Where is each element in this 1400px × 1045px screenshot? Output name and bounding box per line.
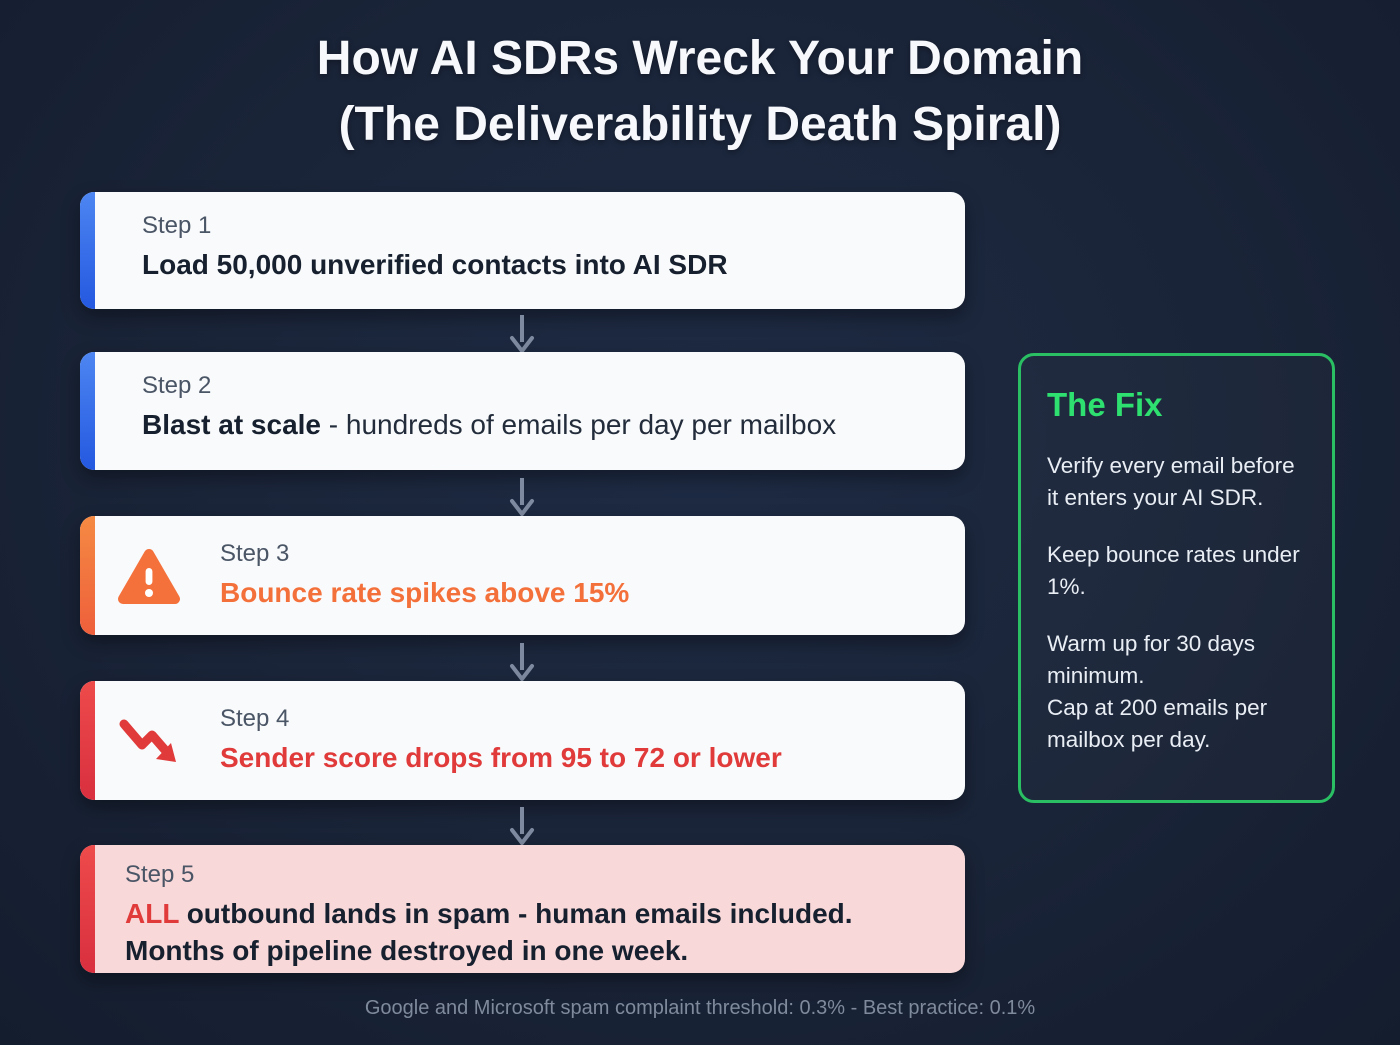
arrow-down-icon xyxy=(509,313,535,353)
page-title: How AI SDRs Wreck Your Domain (The Deliv… xyxy=(0,26,1400,158)
arrow-down-icon xyxy=(509,805,535,845)
step-5-text: ALL outbound lands in spam - human email… xyxy=(125,896,935,970)
step-2-text-bold: Blast at scale xyxy=(142,409,321,440)
step-4-text: Sender score drops from 95 to 72 or lowe… xyxy=(220,741,782,773)
arrow-down-icon xyxy=(509,641,535,681)
step-5-text-line2: Months of pipeline destroyed in one week… xyxy=(125,934,689,966)
arrow-down-icon xyxy=(509,476,535,516)
step-2-text: Blast at scale - hundreds of emails per … xyxy=(142,407,935,444)
step-1-accent-bar xyxy=(80,192,95,309)
fix-panel: The Fix Verify every email before it ent… xyxy=(1018,353,1335,803)
step-4-label: Step 4 xyxy=(220,704,290,732)
fix-panel-title: The Fix xyxy=(1047,386,1163,423)
step-3-card: Step 3 Bounce rate spikes above 15% xyxy=(80,516,965,635)
step-1-text: Load 50,000 unverified contacts into AI … xyxy=(142,249,728,280)
step-3-accent-bar xyxy=(80,516,95,635)
step-5-card: Step 5 ALL outbound lands in spam - huma… xyxy=(80,845,965,973)
warning-triangle-icon xyxy=(116,546,182,606)
step-4-card: Step 4 Sender score drops from 95 to 72 … xyxy=(80,681,965,800)
step-5-text-highlight: ALL xyxy=(125,898,179,929)
step-2-text-rest: - hundreds of emails per day per mailbox xyxy=(321,409,837,440)
step-2-card: Step 2 Blast at scale - hundreds of emai… xyxy=(80,352,965,470)
step-1-card: Step 1 Load 50,000 unverified contacts i… xyxy=(80,192,965,309)
fix-item-cap: Cap at 200 emails per mailbox per day. xyxy=(1047,694,1268,752)
title-line-2: (The Deliverability Death Spiral) xyxy=(338,98,1062,152)
trending-down-icon xyxy=(116,714,182,768)
step-3-text: Bounce rate spikes above 15% xyxy=(220,576,630,608)
fix-item-verify: Verify every email before it enters your… xyxy=(1047,453,1295,510)
footer-note: Google and Microsoft spam complaint thre… xyxy=(364,997,1036,1019)
title-line-1: How AI SDRs Wreck Your Domain xyxy=(316,32,1084,85)
step-5-label: Step 5 xyxy=(125,861,195,888)
step-2-label: Step 2 xyxy=(142,372,212,399)
step-5-text-rest: outbound lands in spam - human emails in… xyxy=(178,898,853,929)
fix-item-warmup: Warm up for 30 days minimum. xyxy=(1047,630,1255,688)
fix-item-bounce: Keep bounce rates under 1%. xyxy=(1047,541,1300,599)
step-4-accent-bar xyxy=(80,681,95,800)
step-3-label: Step 3 xyxy=(220,539,290,567)
step-1-label: Step 1 xyxy=(142,212,212,239)
step-5-accent-bar xyxy=(80,845,95,973)
step-2-accent-bar xyxy=(80,352,95,470)
